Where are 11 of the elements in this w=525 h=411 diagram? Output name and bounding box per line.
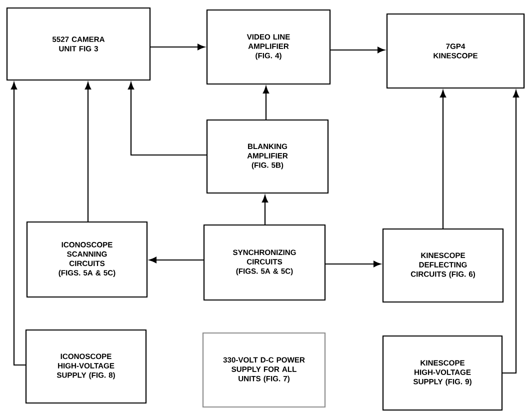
arrow: [326, 260, 381, 268]
arrow: [149, 256, 204, 264]
arrow: [84, 82, 92, 222]
arrow: [262, 195, 268, 224]
arrow: [262, 86, 270, 120]
arrow: [150, 44, 205, 50]
arrow: [128, 82, 206, 156]
arrow: [330, 46, 385, 54]
arrow: [440, 90, 446, 228]
arrow: [10, 82, 26, 366]
arrow: [502, 90, 520, 374]
